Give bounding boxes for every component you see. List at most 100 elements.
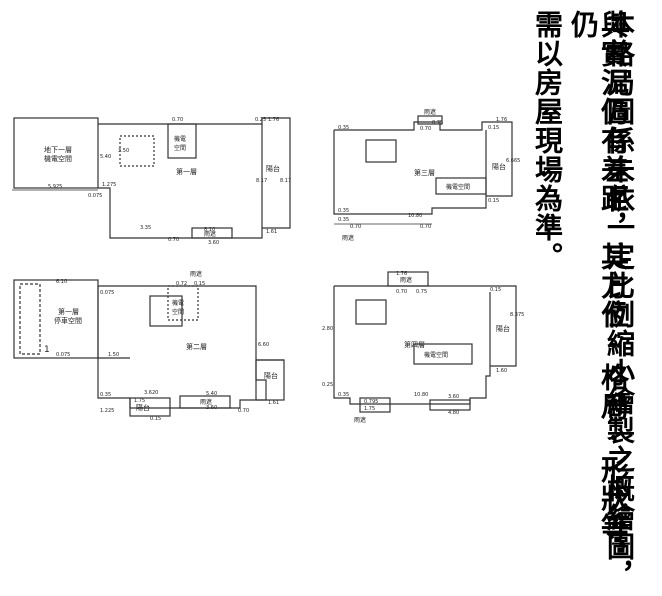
floor1-machine-label-1: 機電: [174, 135, 186, 143]
floor1-machine-label-2: 空間: [174, 144, 186, 152]
basement-label-2: 機電空間: [44, 154, 72, 163]
floor1-balcony-label: 陽台: [266, 164, 280, 173]
floor2-dim: 1.50: [108, 352, 119, 358]
floor2-dim: 0.075: [100, 290, 114, 296]
floor4-dim: 1.75: [364, 406, 375, 412]
floor3-dim: 0.35: [338, 208, 349, 214]
floor4-dim: 0.35: [338, 392, 349, 398]
floor3-canopy-top-box: [417, 115, 443, 125]
floor4-dim: 8.375: [510, 312, 524, 318]
floor1-dim: 0.70: [172, 117, 183, 123]
floor4-canopy-top-box: [387, 271, 429, 287]
floor4-bottom-canopy-2: [429, 399, 471, 411]
floor2-dim: 0.15: [194, 281, 205, 287]
floor4-name: 第四層: [404, 340, 425, 349]
floor4-dim: 3.60: [448, 394, 459, 400]
floor1-dim: 0.075: [88, 193, 102, 199]
floor3-name: 第三層: [414, 168, 435, 177]
floor2-balcony-right-box: [255, 359, 285, 401]
floor2-dim: 0.35: [100, 392, 111, 398]
floor2-outline: [97, 285, 267, 409]
plan-floor1: [12, 117, 291, 239]
plan-floor3: [333, 115, 513, 225]
floor3-dim: 0.70: [420, 126, 431, 132]
parking-label-2: 停車空間: [54, 316, 82, 325]
floor4-machine-label: 機電空間: [424, 351, 448, 359]
floor2-dim: 3.60: [206, 405, 217, 411]
floor2-dim: 6.10: [56, 279, 67, 285]
floor2-machine-label-1: 機電: [172, 299, 184, 307]
floor2-dim: 5.40: [206, 391, 217, 397]
floor4-balcony-label: 陽台: [496, 324, 510, 333]
floor2-dim: 6.60: [258, 342, 269, 348]
floor4-dim: 10.80: [414, 392, 428, 398]
floor4-dim: 0.75: [416, 289, 427, 295]
floor1-dim: 1.275: [102, 182, 116, 188]
basement-dim-width: 5.925: [48, 184, 62, 190]
floor1-dim: 3.60: [208, 240, 219, 246]
floor1-dim: 3.50: [118, 148, 129, 154]
floor4-dim: 2.80: [322, 326, 333, 332]
floor1-dim: 1.61: [266, 229, 277, 235]
floor4-dim: 1.76: [396, 271, 407, 277]
floor3-machine-room: [435, 177, 487, 195]
floor1-machine-room: [167, 123, 197, 159]
floor2-canopy-bottom: 雨遮: [200, 398, 212, 406]
floor2-dim: 0.70: [238, 408, 249, 414]
floor4-outline: [333, 285, 517, 405]
parking-label-1: 第一層: [58, 307, 79, 316]
floor1-dim: 0.25: [255, 117, 266, 123]
floor1-dim: 8.10: [204, 227, 215, 233]
floor2-void: [149, 295, 183, 327]
floor3-void: [365, 139, 397, 163]
floor2-dim: 3.620: [144, 390, 158, 396]
floor1-dim: 3.35: [140, 225, 151, 231]
parking-marking: [19, 283, 41, 355]
floor4-dim: 0.795: [364, 399, 378, 405]
basement-label-1: 地下一層: [44, 145, 72, 154]
floor3-dim: 0.35: [338, 125, 349, 131]
floor3-dim: 0.70: [420, 224, 431, 230]
floor4-dim: 1.60: [496, 368, 507, 374]
floor2-name: 第二層: [186, 342, 207, 351]
floor1-canopy-label: 雨遮: [204, 230, 216, 238]
floor3-canopy-bottom: 雨遮: [342, 234, 354, 242]
floor3-dim: 1.76: [496, 117, 507, 123]
floor2-dim: 1.225: [100, 408, 114, 414]
floor4-dim: 0.70: [396, 289, 407, 295]
basement-dim-depth: 5.40: [100, 154, 111, 160]
floor1-name: 第一層: [176, 167, 197, 176]
floor3-dim: 0.75: [432, 120, 443, 126]
floor1-dim: 1.76: [268, 117, 279, 123]
floor3-dim: 6.665: [506, 158, 520, 164]
notice-column-2: 與實況仍有差距，其方位·格局·形狀等，仍: [567, 10, 630, 571]
floor3-outline: [333, 121, 513, 215]
floor2-balcony-right: 陽台: [264, 371, 278, 380]
floor4-canopy-bottom-box: [359, 397, 391, 413]
floor2-canopy-bottom-box: [179, 395, 231, 409]
floor2-balcony-bottom: 陽台: [136, 403, 150, 412]
floor4-dim: 0.25: [322, 382, 333, 388]
floor1-dim: 0.70: [168, 237, 179, 243]
floor1-canopy-box: [191, 227, 233, 239]
floor3-balcony-label: 陽台: [492, 162, 506, 171]
floor1-dim: 8.17: [256, 178, 267, 184]
floor2-dim: 1.61: [268, 400, 279, 406]
floor2-dim: 0.72: [176, 281, 187, 287]
floor3-dim: 0.15: [488, 125, 499, 131]
floor3-dim: 10.80: [408, 213, 422, 219]
floor4-canopy-top: 雨遮: [400, 276, 412, 284]
floor2-machine-label-2: 空間: [172, 308, 184, 316]
floor1-void: [119, 135, 155, 167]
floor3-dim: 0.15: [488, 198, 499, 204]
floor4-machine-room: [413, 343, 473, 365]
floor2-marker: 1: [44, 345, 50, 355]
floor4-void: [355, 299, 387, 325]
floor4-dim: 0.15: [490, 287, 501, 293]
floor2-dim: 1.75: [134, 398, 145, 404]
basement-outline: [13, 117, 99, 189]
floor3-machine-label: 機電空間: [446, 183, 470, 191]
notice-column-3: 需以房屋現場為準。: [531, 10, 564, 271]
